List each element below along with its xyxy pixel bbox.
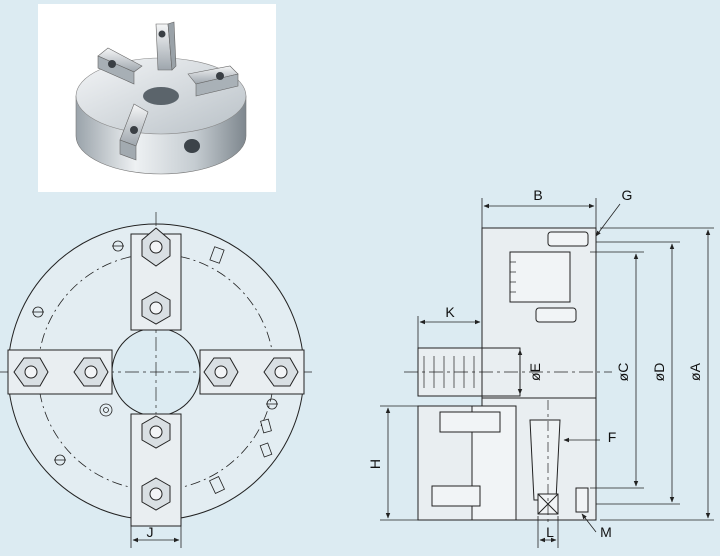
dimension-J <box>130 526 182 548</box>
label-G: G <box>622 187 633 203</box>
product-photo <box>38 4 276 192</box>
dimension-A <box>600 227 714 521</box>
dimension-M <box>581 513 597 533</box>
chuck-photo-illustration <box>75 21 247 175</box>
label-B: B <box>533 187 542 203</box>
label-D: øD <box>651 363 667 382</box>
dimension-C <box>590 251 644 489</box>
label-C: øC <box>615 363 631 382</box>
label-E: øE <box>527 363 543 381</box>
dimension-G <box>595 203 621 237</box>
label-F: F <box>608 429 617 445</box>
label-J: J <box>147 524 154 540</box>
dimension-K <box>417 316 481 348</box>
front-view <box>0 212 312 530</box>
label-L: L <box>546 524 554 540</box>
label-M: M <box>600 524 612 540</box>
dimension-B <box>481 198 597 228</box>
dimension-H <box>380 405 418 521</box>
label-A: øA <box>687 362 703 381</box>
dimension-L <box>537 516 559 548</box>
label-K: K <box>445 304 455 320</box>
label-H: H <box>367 459 383 469</box>
dimension-D <box>596 241 680 505</box>
side-view <box>404 227 612 526</box>
